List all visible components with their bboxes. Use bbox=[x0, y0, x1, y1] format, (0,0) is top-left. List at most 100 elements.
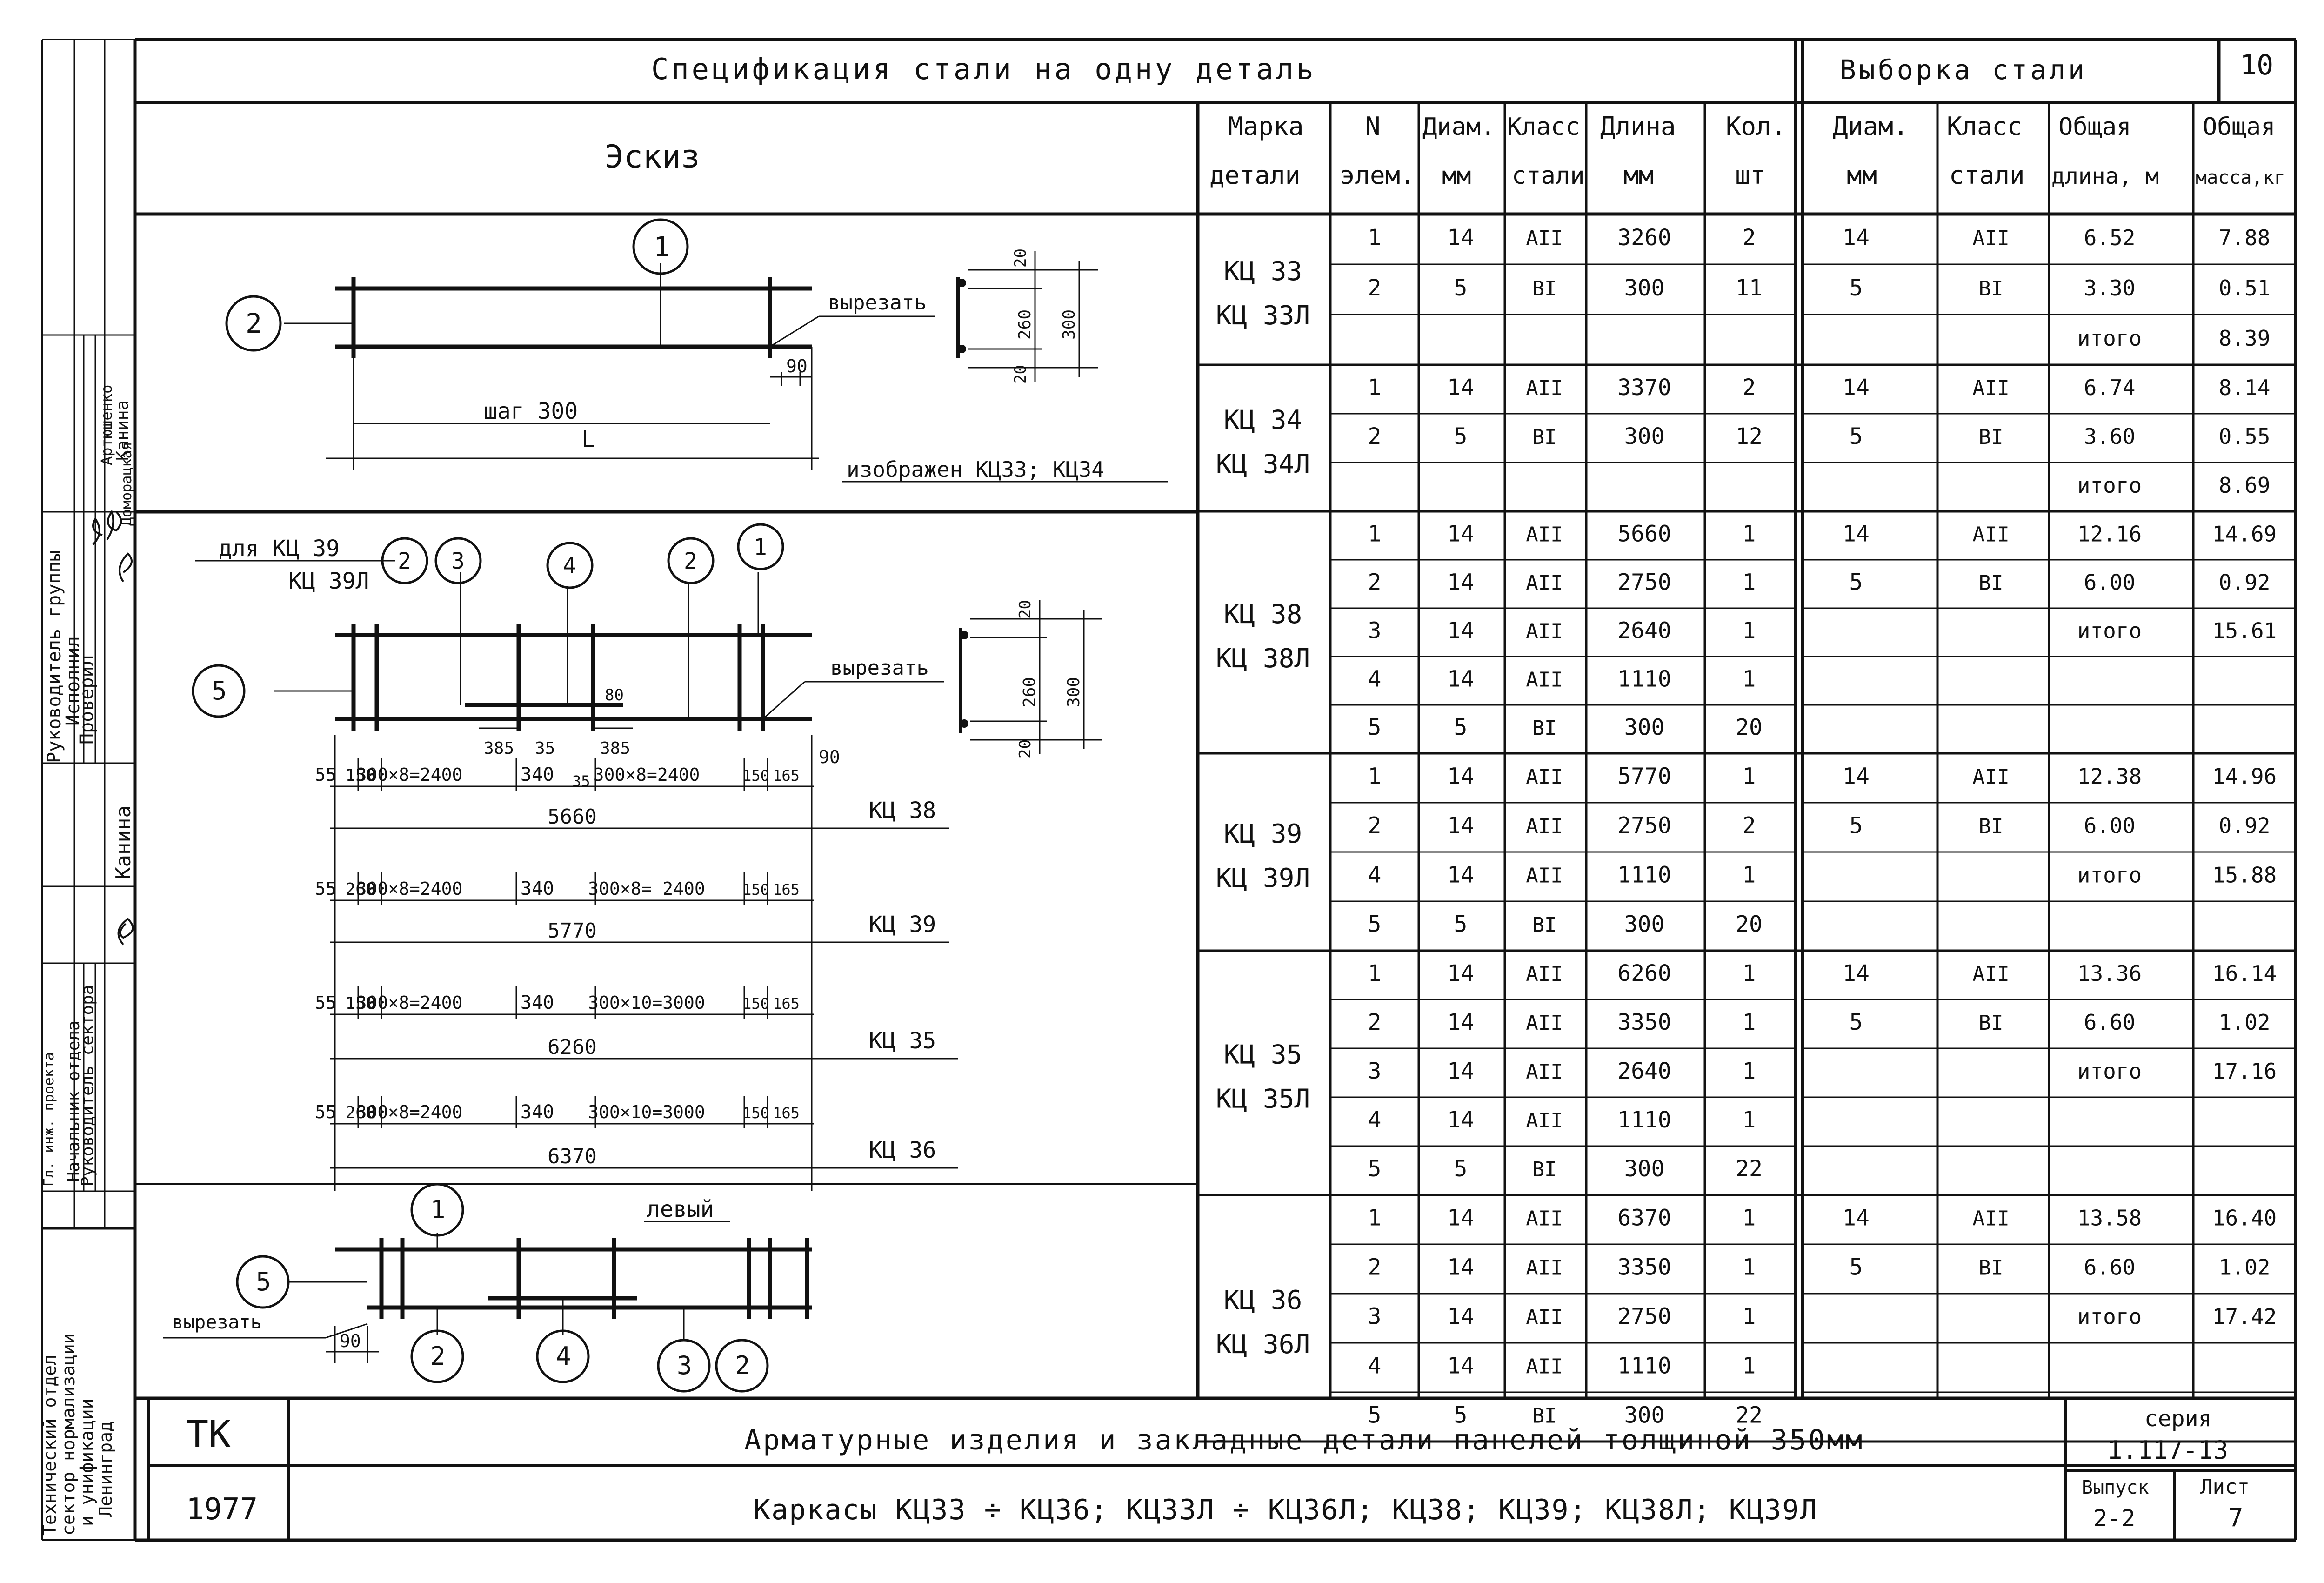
dim-90-1: 90 bbox=[786, 356, 808, 376]
mark-label: КЦ 38 bbox=[1224, 599, 1302, 630]
col-mark-2: детали bbox=[1209, 161, 1300, 190]
cell-diam: 14 bbox=[1447, 521, 1474, 547]
col-s-class-2: стали bbox=[1949, 161, 2025, 190]
dimension-value: 165 bbox=[773, 1104, 800, 1122]
cell-qty: 1 bbox=[1743, 521, 1756, 547]
dimension-mark: КЦ 36 bbox=[869, 1137, 936, 1163]
side-org-1: Технический отдел bbox=[40, 1355, 60, 1536]
dimension-value: 300×8=2400 bbox=[594, 765, 700, 785]
col-length-1: Длина bbox=[1600, 112, 1676, 141]
dimension-value: 55 bbox=[315, 993, 336, 1013]
cell-class: BI bbox=[1532, 425, 1557, 449]
cell-diam: 14 bbox=[1447, 1353, 1474, 1379]
callout-s2-4-label: 4 bbox=[563, 553, 576, 579]
cell-qty: 11 bbox=[1736, 275, 1763, 301]
dimension-value: 300×8=2400 bbox=[356, 765, 463, 785]
col-diam-2: мм bbox=[1442, 162, 1471, 190]
cell-qty: 12 bbox=[1736, 423, 1763, 449]
sample-total-length: 6.74 bbox=[2084, 375, 2136, 400]
dimension-value: 260 bbox=[345, 1103, 375, 1122]
side-approver: Канина bbox=[112, 805, 135, 879]
dimension-value: 340 bbox=[521, 878, 554, 899]
spec-title: Спецификация стали на одну деталь bbox=[651, 52, 1316, 86]
cell-qty: 20 bbox=[1736, 714, 1763, 740]
sketch-header: Эскиз bbox=[605, 139, 700, 175]
cell-class: AII bbox=[1526, 962, 1563, 986]
table-columns bbox=[1329, 102, 2195, 1398]
dim-80: 80 bbox=[605, 686, 624, 704]
sample-title: Выборка стали bbox=[1840, 54, 2087, 86]
for-label-2: КЦ 39Л bbox=[288, 568, 369, 594]
dimension-value: 165 bbox=[773, 995, 800, 1013]
cell-diam: 5 bbox=[1454, 714, 1468, 740]
cell-qty: 22 bbox=[1736, 1402, 1763, 1429]
dim-35b: 35 bbox=[572, 772, 590, 790]
cell-length: 300 bbox=[1624, 1156, 1665, 1182]
sample-total-length: 3.30 bbox=[2084, 275, 2136, 301]
tb-year: 1977 bbox=[186, 1492, 258, 1527]
col-elem-2: элем. bbox=[1340, 161, 1416, 190]
cell-length: 2640 bbox=[1617, 617, 1671, 644]
sample-class: AII bbox=[1972, 523, 2009, 546]
sec1-dim-20a: 20 bbox=[1011, 248, 1030, 268]
sample-total-length: итого bbox=[2077, 1304, 2142, 1329]
cell-class: BI bbox=[1532, 716, 1557, 740]
sample-total-length: 13.36 bbox=[2077, 961, 2142, 986]
cut-label-3: вырезать bbox=[172, 1312, 262, 1333]
cell-elem: 5 bbox=[1368, 1156, 1382, 1182]
sample-total-length: 6.00 bbox=[2084, 813, 2136, 838]
callout-s2-3-label: 3 bbox=[451, 548, 465, 574]
sample-total-length: 6.60 bbox=[2084, 1010, 2136, 1035]
dimension-mark: КЦ 35 bbox=[869, 1028, 936, 1054]
sample-class: AII bbox=[1972, 227, 2009, 250]
cell-class: BI bbox=[1532, 277, 1557, 301]
side-role-4: Начальник отдела bbox=[64, 1020, 83, 1182]
cell-diam: 14 bbox=[1447, 1304, 1474, 1330]
cell-length: 1110 bbox=[1617, 1353, 1671, 1379]
cell-qty: 1 bbox=[1743, 1107, 1756, 1133]
mark-label: КЦ 35Л bbox=[1216, 1084, 1310, 1114]
for-label-1: для КЦ 39 bbox=[219, 536, 340, 562]
tb-series-value: 1.117-13 bbox=[2107, 1435, 2228, 1465]
side-role-2: Исполнил bbox=[62, 636, 84, 726]
dimension-total: 6260 bbox=[548, 1035, 597, 1059]
callout-s3-5-label: 5 bbox=[256, 1267, 271, 1296]
cell-qty: 20 bbox=[1736, 912, 1763, 938]
dimension-value: 300×10=3000 bbox=[588, 1102, 705, 1122]
dimension-value: 55 bbox=[315, 879, 336, 899]
dimension-value: 340 bbox=[521, 1101, 554, 1123]
cell-length: 1110 bbox=[1617, 1107, 1671, 1133]
cell-diam: 5 bbox=[1454, 912, 1468, 938]
cell-diam: 14 bbox=[1447, 1205, 1474, 1231]
sample-total-mass: 0.92 bbox=[2219, 813, 2271, 838]
cell-class: AII bbox=[1526, 227, 1563, 250]
cell-diam: 14 bbox=[1447, 960, 1474, 986]
cell-diam: 14 bbox=[1447, 1107, 1474, 1133]
sample-total-mass: 16.14 bbox=[2212, 961, 2277, 986]
sec1-dim-260: 260 bbox=[1015, 309, 1035, 340]
cell-class: AII bbox=[1526, 619, 1563, 643]
side-role-5: Руководитель сектора bbox=[78, 985, 97, 1187]
cell-diam: 14 bbox=[1447, 1009, 1474, 1035]
cell-elem: 4 bbox=[1368, 666, 1382, 692]
sample-diam: 14 bbox=[1843, 1205, 1870, 1231]
